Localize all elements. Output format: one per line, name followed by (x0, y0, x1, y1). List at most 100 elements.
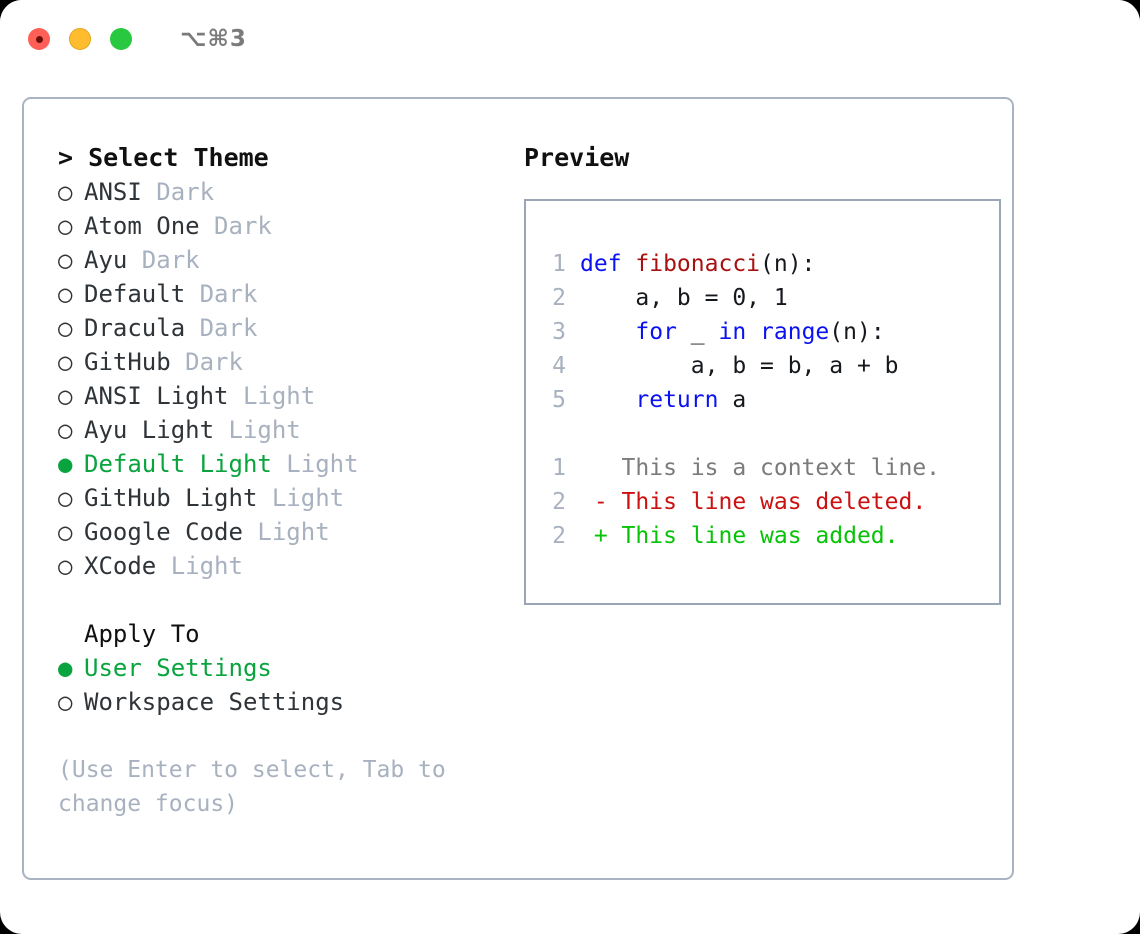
theme-option-category: Dark (214, 212, 272, 240)
theme-option-label: ANSI (84, 178, 157, 206)
radio-unselected-icon[interactable]: ○ (58, 178, 73, 206)
theme-option-category: Dark (199, 314, 258, 342)
token-pl (580, 319, 635, 345)
theme-option-label: GitHub (84, 348, 186, 376)
theme-option-label: Google Code (84, 518, 258, 546)
line-number: 2 (552, 285, 566, 311)
theme-option-category: Dark (199, 280, 258, 308)
theme-option-github-light[interactable]: ○ GitHub Light Light (58, 481, 502, 515)
line-content: a, b = 0, 1 (580, 281, 788, 315)
token-kw: return (635, 387, 719, 413)
radio-unselected-icon[interactable]: ○ (58, 212, 73, 240)
token-kw: in (718, 319, 747, 345)
apply-to-option-user-settings[interactable]: ● User Settings (58, 651, 502, 685)
close-button[interactable] (28, 28, 50, 50)
section-spacer (58, 583, 502, 617)
theme-option-ansi[interactable]: ○ANSI Dark (58, 175, 502, 209)
theme-option-github[interactable]: ○ GitHub Dark (58, 345, 502, 379)
line-number: 2 (552, 523, 566, 549)
radio-unselected-icon[interactable]: ○ (58, 416, 73, 444)
theme-option-ayu[interactable]: ○ Ayu Dark (58, 243, 502, 277)
diff-sample: 1 This is a context line.2 - This line w… (546, 451, 999, 553)
radio-unselected-icon[interactable]: ○ (58, 280, 73, 308)
theme-option-category: Light (170, 552, 243, 580)
minimize-button[interactable] (69, 28, 91, 50)
token-pl: (n): (760, 251, 816, 277)
theme-option-category: Dark (185, 348, 243, 376)
theme-option-label: XCode (84, 552, 171, 580)
radio-unselected-icon[interactable]: ○ (58, 484, 73, 512)
theme-option-label: Atom One (84, 212, 215, 240)
token-pl: a, b = 0, 1 (580, 285, 788, 311)
radio-unselected-icon[interactable]: ○ (58, 246, 73, 274)
apply-to-option-label: User Settings (84, 654, 272, 682)
theme-option-ansi-light[interactable]: ○ANSI Light Light (58, 379, 502, 413)
line-number: 5 (552, 387, 566, 413)
theme-option-default[interactable]: ○ Default Dark (58, 277, 502, 311)
token-pl: a (718, 387, 747, 413)
radio-unselected-icon[interactable]: ○ (58, 688, 73, 716)
theme-option-dracula[interactable]: ○ Dracula Dark (58, 311, 502, 345)
token-ctx: This is a context line. (580, 455, 941, 481)
main-panel: > Select Theme ○ANSI Dark○Atom One Dark○… (22, 97, 1014, 880)
line-content: a, b = b, a + b (580, 349, 899, 383)
radio-selected-icon[interactable]: ● (58, 654, 73, 682)
theme-option-label: ANSI Light (84, 382, 243, 410)
theme-picker-column: > Select Theme ○ANSI Dark○Atom One Dark○… (40, 141, 502, 878)
theme-option-atom-one[interactable]: ○ Atom One Dark (58, 209, 502, 243)
theme-option-category: Light (271, 484, 345, 512)
radio-unselected-icon[interactable]: ○ (58, 518, 73, 546)
theme-option-category: Light (286, 450, 359, 478)
theme-option-category: Dark (141, 246, 200, 274)
token-add: + This line was added. (580, 523, 899, 549)
code-line: 5 return a (546, 383, 999, 417)
theme-option-category: Light (228, 416, 301, 444)
preview-title: Preview (524, 143, 630, 172)
line-content: for _ in range(n): (580, 315, 885, 349)
apply-to-option-workspace-settings[interactable]: ○ Workspace Settings (58, 685, 502, 719)
theme-option-label: GitHub Light (84, 484, 272, 512)
radio-unselected-icon[interactable]: ○ (58, 382, 73, 410)
line-content: return a (580, 383, 746, 417)
token-pl (746, 319, 760, 345)
theme-option-label: Ayu Light (84, 416, 229, 444)
token-fn: fibonacci (635, 251, 761, 277)
theme-option-category: Light (257, 518, 330, 546)
radio-unselected-icon[interactable]: ○ (58, 314, 73, 342)
token-kw: for (635, 319, 677, 345)
line-number: 2 (552, 489, 566, 515)
theme-option-xcode[interactable]: ○ XCode Light (58, 549, 502, 583)
radio-unselected-icon[interactable]: ○ (58, 552, 73, 580)
apply-to-option-label: Workspace Settings (84, 688, 345, 716)
keyboard-hint-text: (Use Enter to select, Tab to change focu… (58, 757, 460, 817)
theme-option-default-light[interactable]: ●Default Light Light (58, 447, 502, 481)
keyboard-shortcut-label: ⌥⌘3 (180, 26, 247, 52)
apply-to-option-list: ● User Settings ○ Workspace Settings (58, 651, 502, 719)
radio-selected-icon[interactable]: ● (58, 450, 73, 478)
line-number: 4 (552, 353, 566, 379)
token-pl: (n): (829, 319, 885, 345)
theme-option-list: ○ ANSI Dark ○ Atom One Dark ○ Ayu Dark ○ Defaul… (58, 175, 502, 583)
traffic-light-group (28, 28, 132, 50)
radio-unselected-icon[interactable]: ○ (58, 348, 73, 376)
theme-option-google-code[interactable]: ○ Google Code Light (58, 515, 502, 549)
line-number: 1 (552, 251, 566, 277)
title-bar: ⌥⌘3 (0, 0, 1140, 78)
code-line: 2 a, b = 0, 1 (546, 281, 999, 315)
apply-to-header: Apply To (84, 620, 200, 648)
theme-option-label: Dracula (84, 314, 200, 342)
code-line: 4 a, b = b, a + b (546, 349, 999, 383)
line-content: + This line was added. (580, 519, 899, 553)
diff-line: 2 + This line was added. (546, 519, 999, 553)
maximize-button[interactable] (110, 28, 132, 50)
token-kw: range (760, 319, 830, 345)
theme-option-label: Default (84, 280, 200, 308)
theme-option-ayu-light[interactable]: ○ Ayu Light Light (58, 413, 502, 447)
token-pl (580, 387, 635, 413)
diff-line: 2 - This line was deleted. (546, 485, 999, 519)
code-line: 3 for _ in range(n): (546, 315, 999, 349)
theme-option-label: Ayu (84, 246, 142, 274)
